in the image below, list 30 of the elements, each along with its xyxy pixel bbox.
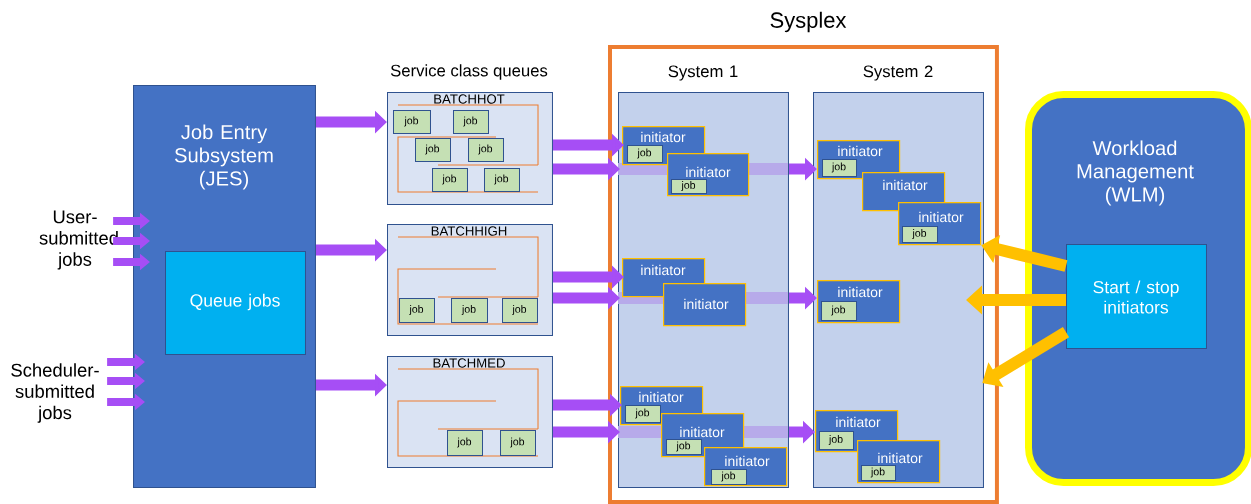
node-label: Sysplex — [770, 11, 847, 33]
arrow — [982, 326, 1070, 388]
heading: Service class queues — [390, 64, 548, 80]
job-box: job — [671, 179, 707, 194]
job-box: job — [415, 138, 451, 162]
job-box: job — [502, 298, 538, 323]
job-box: job — [666, 439, 702, 455]
process-box: Queue jobs — [165, 251, 306, 355]
job-box: job — [627, 145, 663, 163]
job-box: job — [711, 469, 747, 485]
job-box: job — [484, 168, 520, 192]
caption-text: Scheduler-submitted jobs — [11, 363, 99, 423]
node-label: System 2 — [863, 65, 933, 81]
job-box: job — [432, 168, 468, 192]
job-box: job — [625, 405, 661, 423]
job-box: job — [821, 301, 857, 321]
job-box: job — [822, 159, 857, 177]
job-box: job — [819, 431, 854, 450]
process-box: Start / stop initiators — [1066, 244, 1207, 349]
job-box: job — [451, 298, 488, 323]
job-box: job — [861, 465, 896, 481]
job-box: job — [447, 430, 483, 456]
job-box: job — [500, 430, 536, 456]
initiator-box: initiator — [663, 283, 747, 327]
job-box: job — [453, 110, 489, 134]
job-box: job — [902, 226, 938, 243]
job-box: job — [393, 110, 431, 134]
node-label: System 1 — [668, 65, 738, 81]
job-box: job — [468, 138, 504, 162]
job-box: job — [399, 298, 435, 323]
